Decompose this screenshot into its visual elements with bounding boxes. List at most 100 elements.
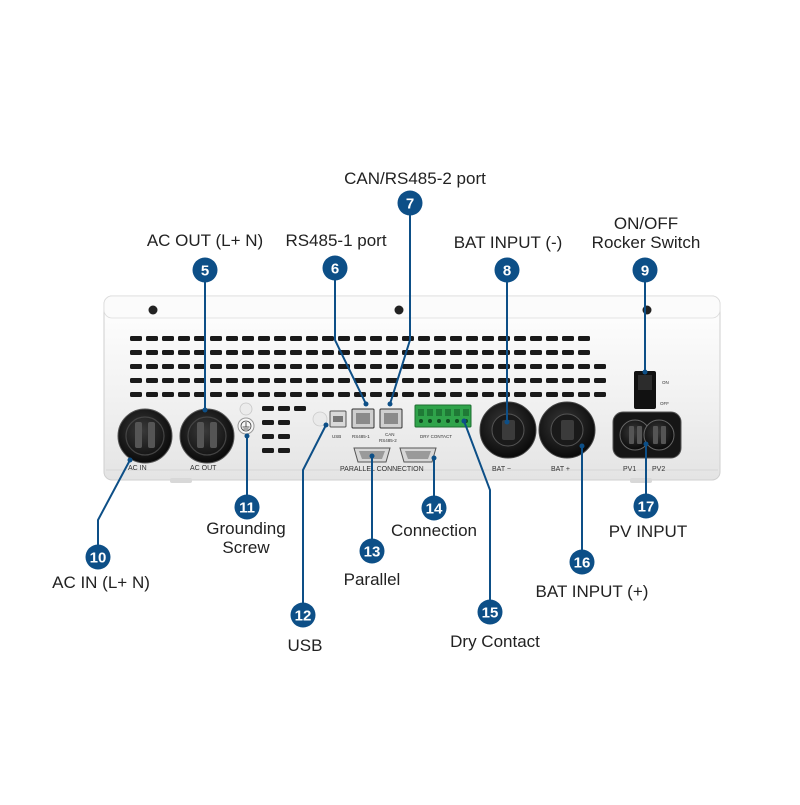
vent-slot	[578, 378, 590, 383]
vent-slot	[514, 350, 526, 355]
vent-slot	[262, 420, 274, 425]
badge-number: 11	[239, 500, 255, 517]
leader-dot-17	[643, 441, 649, 447]
vent-slot	[578, 392, 590, 397]
vent-slot	[210, 392, 222, 397]
vent-slot	[290, 336, 302, 341]
callout-badge-6: 6	[322, 255, 348, 281]
vent-slot	[146, 364, 158, 369]
vent-slot	[434, 392, 446, 397]
vent-slot	[562, 378, 574, 383]
vent-slot	[482, 336, 494, 341]
badge-circle	[494, 257, 520, 283]
badge-circle	[359, 538, 385, 564]
vent-slot	[262, 406, 274, 411]
vent-slot	[450, 350, 462, 355]
switch-off-label: OFF	[660, 401, 669, 406]
badge-circle	[397, 190, 423, 216]
vent-slot	[434, 336, 446, 341]
vent-slot	[178, 350, 190, 355]
leader-dot-15	[461, 418, 467, 424]
vent-slot	[178, 378, 190, 383]
callout-badge-11: 11	[234, 494, 260, 520]
vent-slot	[278, 434, 290, 439]
vent-slot	[562, 336, 574, 341]
bat-minus-terminal[interactable]: BAT −	[479, 401, 537, 473]
rs485-1-panel-label: RS485-1	[352, 434, 370, 439]
terminal-pin	[436, 409, 442, 416]
vent-slot	[278, 448, 290, 453]
rs485-1-port[interactable]: RS485-1	[351, 408, 375, 439]
vent-slot	[226, 336, 238, 341]
vent-slot	[514, 378, 526, 383]
vent-slot	[278, 406, 290, 411]
vent-slot	[130, 378, 142, 383]
vent-slot	[130, 392, 142, 397]
grounding-screw[interactable]	[237, 402, 255, 435]
leader-line-10	[97, 459, 131, 548]
vent-slot	[290, 392, 302, 397]
vent-slot	[594, 392, 606, 397]
vent-slot	[514, 364, 526, 369]
usb-panel-label: USB	[332, 434, 341, 439]
bat-minus-panel-label: BAT −	[492, 466, 511, 473]
leader-dot-12	[323, 422, 329, 428]
vent-slot	[162, 350, 174, 355]
vent-slot	[370, 350, 382, 355]
label-ac-in: AC IN (L+ N)	[52, 573, 150, 592]
vent-slot	[130, 350, 142, 355]
vent-slot	[322, 350, 334, 355]
vent-slot	[514, 392, 526, 397]
terminal-pin	[418, 409, 424, 416]
vent-slot	[338, 378, 350, 383]
label-connection: Connection	[390, 521, 477, 540]
vent-slot	[262, 434, 274, 439]
vent-slot	[578, 336, 590, 341]
label-grounding-line2: Screw	[222, 538, 270, 557]
badge-number: 17	[638, 499, 655, 516]
leader-lines	[97, 215, 649, 604]
vent-slot	[162, 378, 174, 383]
badge-circle	[632, 257, 658, 283]
leader-line-12	[302, 424, 327, 604]
usb-port[interactable]: USB	[312, 410, 347, 439]
callout-badge-10: 10	[85, 544, 111, 570]
ac-out-terminal[interactable]: AC OUT	[179, 408, 235, 472]
callout-badge-15: 15	[477, 599, 503, 625]
label-switch-line2: Rocker Switch	[591, 233, 701, 252]
ac-in-terminal[interactable]: AC IN	[117, 408, 173, 472]
leader-dot-8	[504, 419, 510, 425]
vent-slot	[402, 364, 414, 369]
badge-circle	[477, 599, 503, 625]
badge-number: 12	[295, 608, 312, 625]
parallel-port-2[interactable]	[399, 447, 437, 463]
badge-number: 14	[426, 501, 443, 518]
vent-slot	[306, 392, 318, 397]
vent-slot	[370, 392, 382, 397]
leader-line-6	[334, 280, 367, 405]
terminal-screw	[428, 419, 432, 423]
vent-slot	[242, 392, 254, 397]
vent-slot	[530, 336, 542, 341]
leader-line-15	[463, 420, 491, 600]
pv-input-terminal[interactable]: PV1 PV2	[612, 411, 682, 473]
badge-circle	[85, 544, 111, 570]
can-rs485-2-port[interactable]: CAN RS485-2	[379, 408, 403, 443]
badge-number: 5	[201, 263, 209, 280]
vent-slot	[146, 392, 158, 397]
vent-slot	[434, 350, 446, 355]
leader-dot-16	[579, 443, 585, 449]
parallel-connection-panel-label: PARALLEL CONNECTION	[340, 466, 424, 473]
vent-slot	[194, 392, 206, 397]
bat-plus-terminal[interactable]: BAT +	[538, 401, 596, 473]
leader-dot-13	[369, 453, 375, 459]
rocker-switch[interactable]: ON OFF	[634, 371, 669, 409]
label-parallel: Parallel	[343, 570, 401, 589]
vent-slot	[338, 392, 350, 397]
vent-slot	[370, 364, 382, 369]
screw-icon	[394, 305, 404, 315]
vent-slot	[418, 378, 430, 383]
vent-slot	[258, 350, 270, 355]
badge-circle	[322, 255, 348, 281]
vent-slot	[466, 392, 478, 397]
